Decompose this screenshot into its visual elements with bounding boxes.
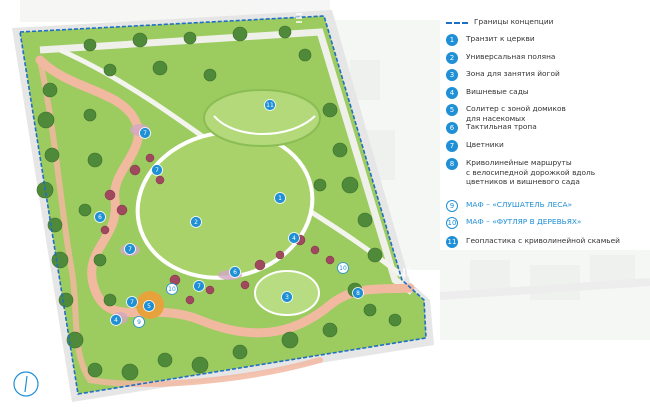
legend-number-badge: 1	[446, 34, 458, 46]
legend-number-badge: 3	[446, 69, 458, 81]
legend-item-label: Универсальная поляна	[466, 52, 556, 61]
legend-item-label: МАФ – «СЛУШАТЕЛЬ ЛЕСА»	[466, 200, 573, 209]
legend-number-badge: 9	[446, 200, 458, 212]
map-marker-number: 8	[356, 290, 360, 297]
legend-item: 5 Солитер с зоной домиков для насекомых	[446, 104, 646, 123]
map-marker-4: 4	[110, 314, 122, 326]
map-marker-number: 4	[292, 235, 296, 242]
legend-item-label: Транзит к церкви	[466, 34, 535, 43]
cherry-trees	[100, 153, 335, 305]
map-marker-2: 2	[190, 216, 202, 228]
map-marker-number: 7	[128, 246, 132, 253]
legend-item-label: Солитер с зоной домиков для насекомых	[466, 104, 566, 123]
legend-item: 9 МАФ – «СЛУШАТЕЛЬ ЛЕСА»	[446, 200, 646, 212]
legend-number-badge: 2	[446, 52, 458, 64]
map-marker-7: 7	[193, 280, 205, 292]
curved-bench	[213, 115, 316, 135]
legend-item-label: Геопластика с криволинейной скамьей	[466, 236, 620, 245]
legend-boundary: Границы концепции	[446, 17, 650, 27]
map-marker-3: 3	[281, 291, 293, 303]
map-marker-11: 11	[264, 99, 276, 111]
legend-boundary-label: Границы концепции	[474, 17, 554, 26]
map-marker-10: 10	[166, 283, 178, 295]
trees	[36, 25, 402, 381]
map-marker-number: 6	[98, 214, 102, 221]
legend-item: 6 Тактильная тропа	[446, 122, 646, 134]
map-marker-number: 7	[155, 167, 159, 174]
map-marker-number: 9	[137, 319, 141, 326]
legend-item: 11 Геопластика с криволинейной скамьей	[446, 236, 646, 248]
bike-path	[35, 55, 415, 338]
map-marker-6: 6	[229, 266, 241, 278]
legend-item-label: Цветники	[466, 140, 504, 149]
map-marker-10: 10	[337, 262, 349, 274]
legend-item-label: Вишневые сады	[466, 87, 529, 96]
concept-boundary	[19, 15, 427, 395]
map-marker-1: 1	[274, 192, 286, 204]
crosswalks	[296, 13, 409, 276]
legend-number-badge: 10	[446, 217, 458, 229]
map-marker-number: 2	[194, 219, 198, 226]
legend-number-badge: 8	[446, 158, 458, 170]
legend-item: 10 МАФ – «ФУТЛЯР В ДЕРЕВЬЯХ»	[446, 217, 646, 229]
map-marker-number: 6	[233, 269, 237, 276]
legend-number-badge: 7	[446, 140, 458, 152]
legend-number-badge: 11	[446, 236, 458, 248]
north-arrow-icon	[13, 371, 39, 397]
map-marker-number: 1	[278, 195, 282, 202]
legend-number-badge: 5	[446, 104, 458, 116]
legend-item-label: Тактильная тропа	[466, 122, 537, 131]
map-marker-7: 7	[124, 243, 136, 255]
map-marker-7: 7	[151, 164, 163, 176]
legend-item: 4 Вишневые сады	[446, 87, 646, 99]
map-marker-number: 11	[266, 102, 274, 109]
legend-item-label: Криволинейные маршруты с велосипедной до…	[466, 158, 596, 186]
map-marker-6: 6	[94, 211, 106, 223]
dashed-line-icon	[446, 22, 468, 24]
map-marker-number: 10	[168, 286, 176, 293]
legend-item: 2 Универсальная поляна	[446, 52, 646, 64]
legend-number-badge: 6	[446, 122, 458, 134]
map-marker-4: 4	[288, 232, 300, 244]
map-marker-number: 5	[147, 303, 151, 310]
map-marker-number: 7	[143, 130, 147, 137]
map-marker-number: 10	[339, 265, 347, 272]
map-marker-7: 7	[126, 296, 138, 308]
legend-item: 3 Зона для занятия йогой	[446, 69, 646, 81]
map-marker-9: 9	[133, 316, 145, 328]
legend-item-label: Зона для занятия йогой	[466, 69, 560, 78]
surrounding-context	[20, 0, 650, 340]
legend-item: 8 Криволинейные маршруты с велосипедной д…	[446, 158, 646, 187]
map-marker-number: 7	[130, 299, 134, 306]
legend-item: 7 Цветники	[446, 140, 646, 152]
map-marker-number: 3	[285, 294, 289, 301]
map-marker-7: 7	[139, 127, 151, 139]
legend-item: 1 Транзит к церкви	[446, 34, 646, 46]
map-marker-number: 7	[197, 283, 201, 290]
map-marker-8: 8	[352, 287, 364, 299]
legend-item-label: МАФ – «ФУТЛЯР В ДЕРЕВЬЯХ»	[466, 217, 582, 226]
legend-number-badge: 4	[446, 87, 458, 99]
map-marker-5: 5	[143, 300, 155, 312]
geoplastic-mound	[203, 89, 321, 147]
map-marker-number: 4	[114, 317, 118, 324]
